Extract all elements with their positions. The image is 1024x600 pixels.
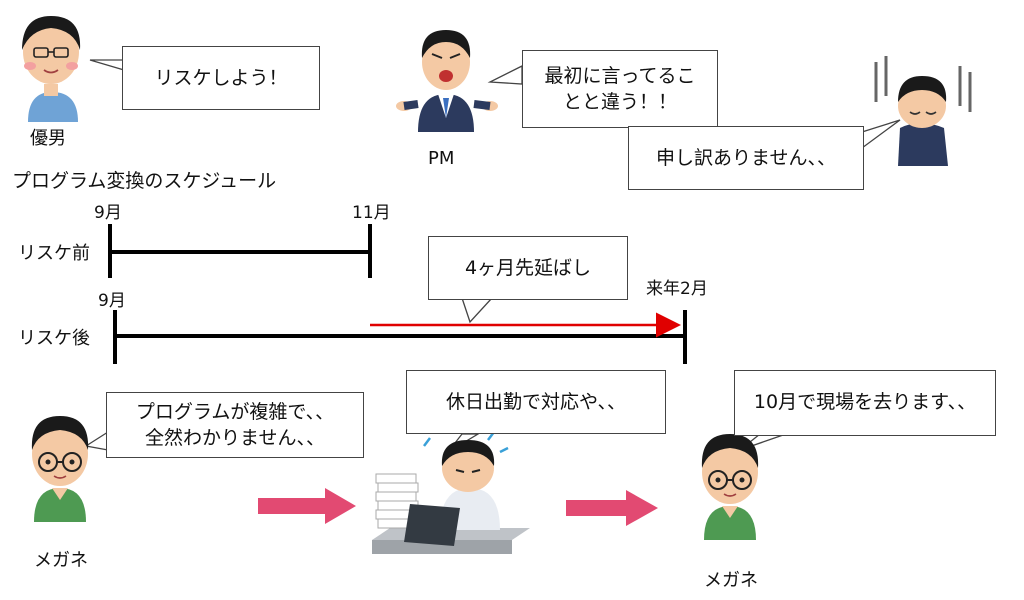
flow-arrow-2 <box>566 490 658 526</box>
timeline-before <box>108 224 372 278</box>
bubble-holiday-text: 休日出勤で対応や、、 <box>446 391 626 413</box>
person-megane-right-illustration <box>701 434 759 540</box>
timeline-before-start-label: 9月 <box>94 203 122 223</box>
person-yuo-illustration <box>22 16 81 122</box>
bubble-tail-reschedule <box>89 59 125 71</box>
timeline-before-label: リスケ前 <box>18 243 90 264</box>
bubble-pm-line2: とと違う！！ <box>562 91 677 113</box>
timeline-after-end-label: 来年2月 <box>646 279 708 299</box>
timeline-after-start-label: 9月 <box>98 291 126 311</box>
bubble-pm: 最初に言ってるこ とと違う！！ <box>522 50 718 128</box>
bubble-tail-complex <box>84 430 109 451</box>
flow-arrow-1 <box>258 488 356 524</box>
bubble-holiday: 休日出勤で対応や、、 <box>406 370 666 434</box>
bubble-leaving: 10月で現場を去ります、、 <box>734 370 996 436</box>
timeline-after <box>113 310 687 364</box>
bubble-tail-pm <box>487 64 523 85</box>
bubble-complex-line1: プログラムが複雑で、、 <box>135 401 335 423</box>
bubble-delay-text: 4ヶ月先延ばし <box>464 257 592 279</box>
bubble-complex-line2: 全然わかりません、、 <box>145 427 325 449</box>
person-megane-left-name: メガネ <box>34 550 88 571</box>
timeline-after-label: リスケ後 <box>18 328 90 349</box>
bubble-leaving-text: 10月で現場を去ります、、 <box>753 391 977 413</box>
bubble-pm-line1: 最初に言ってるこ <box>544 65 696 87</box>
bubble-reschedule-text: リスケしよう！ <box>154 67 288 89</box>
bubble-apology: 申し訳ありません、、 <box>628 126 864 190</box>
schedule-title: プログラム変換のスケジュール <box>12 170 277 192</box>
bubble-complex: プログラムが複雑で、、 全然わかりません、、 <box>106 392 364 458</box>
bubble-tail-apology <box>861 119 901 150</box>
person-pm-name: PM <box>428 148 455 169</box>
person-overworked-illustration <box>372 431 530 554</box>
bubble-reschedule: リスケしよう！ <box>122 46 320 110</box>
timeline-before-end-label: 11月 <box>352 203 391 223</box>
bubble-tail-delay <box>461 297 494 324</box>
bubble-delay: 4ヶ月先延ばし <box>428 236 628 300</box>
person-megane-right-name: メガネ <box>704 570 758 591</box>
bubble-apology-text: 申し訳ありません、、 <box>656 147 836 169</box>
person-bowing-illustration <box>874 56 972 166</box>
person-megane-left-illustration <box>31 416 89 522</box>
person-yuo-name: 優男 <box>30 128 66 149</box>
person-pm-illustration <box>396 30 498 132</box>
